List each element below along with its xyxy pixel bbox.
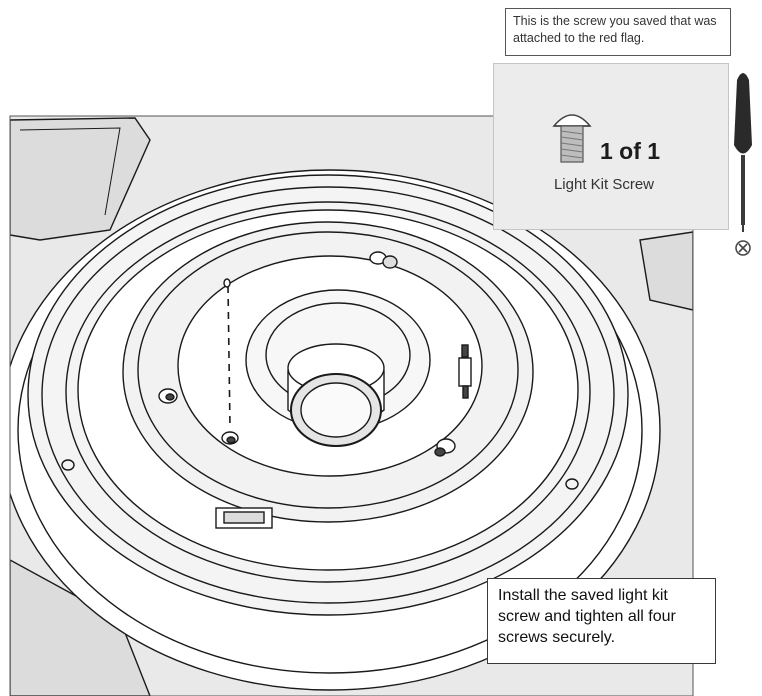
screw-hole-top (369, 251, 398, 269)
wire-connector (458, 344, 472, 399)
plate-hole-right (565, 478, 579, 490)
part-quantity: 1 of 1 (600, 138, 661, 164)
screwdriver-icon (734, 73, 752, 232)
screw-lower-left (221, 431, 239, 445)
screw-left (158, 388, 178, 404)
instruction-text: Install the saved light kit screw and ti… (498, 587, 676, 646)
part-name: Light Kit Screw (553, 176, 655, 193)
fan-blade-right (639, 231, 693, 311)
screw-right (434, 438, 456, 457)
center-hub (287, 343, 385, 447)
saved-screw-note: This is the screw you saved that was att… (513, 14, 717, 45)
latch-tab (215, 507, 273, 529)
saved-screw-callout: This is the screw you saved that was att… (505, 8, 731, 56)
instruction-callout: Install the saved light kit screw and ti… (487, 578, 716, 664)
fan-blade-left (10, 117, 151, 241)
install-guide-line (227, 285, 231, 429)
phillips-head-icon (735, 240, 751, 256)
screw-icon (552, 114, 592, 163)
parts-card (493, 63, 729, 230)
plate-hole-left (61, 459, 75, 471)
